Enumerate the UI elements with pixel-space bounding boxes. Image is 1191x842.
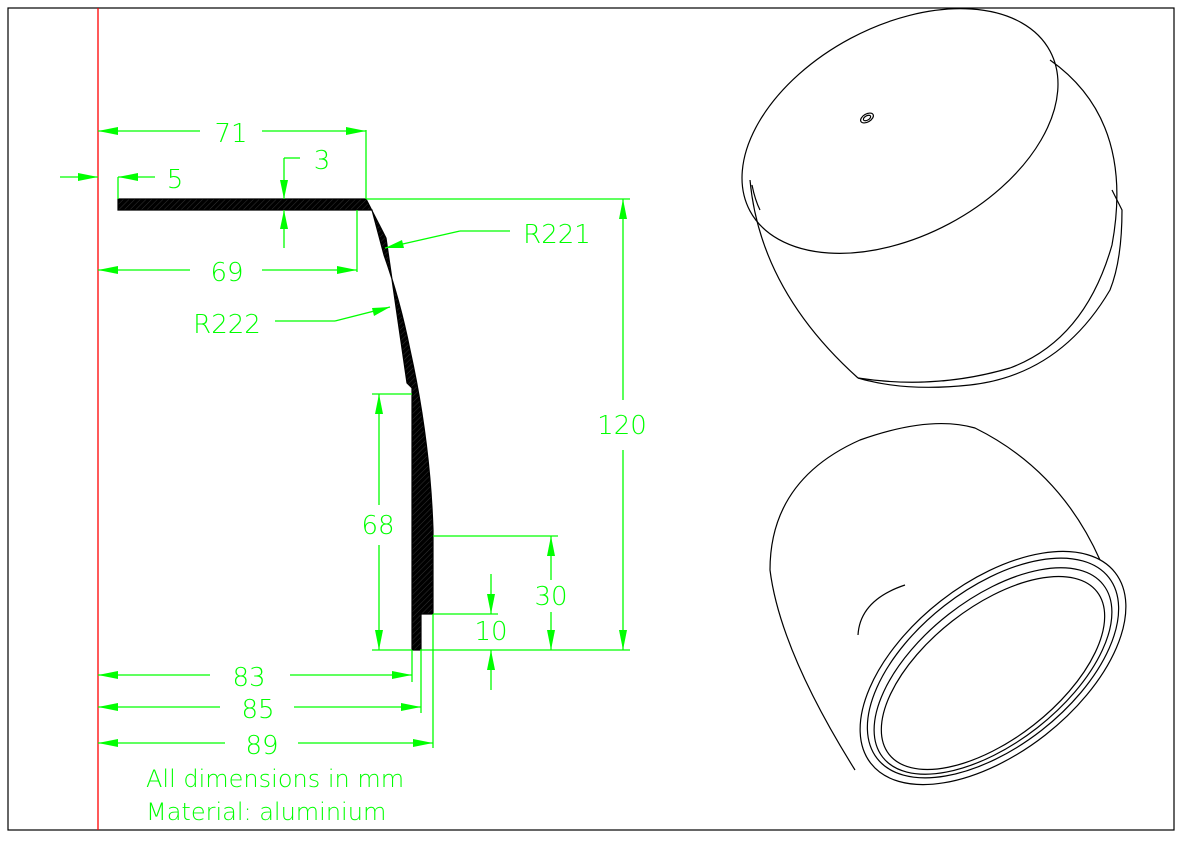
profile-shape [117,198,434,651]
dim-120: 120 [366,198,647,651]
dim-68: 68 [361,393,412,651]
dim-71: 71 [98,119,367,199]
sheet-border [7,7,1175,831]
dim-3-label: 3 [314,146,331,176]
dim-5: 5 [60,165,183,199]
iso-view-open [769,422,1127,786]
dim-89: 89 [98,614,434,761]
profile-section [117,198,434,651]
dimension-layer: 71 5 3 69 [60,119,647,761]
note-material: Material: aluminium [146,798,386,826]
dim-69-label: 69 [210,258,243,288]
dim-83: 83 [98,650,413,693]
dim-89-label: 89 [245,731,278,761]
dim-68-label: 68 [361,511,394,541]
iso-view-closed [741,8,1123,388]
dim-85-label: 85 [241,695,274,725]
dim-10: 10 [433,574,508,690]
dim-30-label: 30 [534,582,567,612]
dim-5-label: 5 [167,165,184,195]
dim-120-label: 120 [597,411,647,441]
note-units: All dimensions in mm [146,765,404,793]
dim-85: 85 [98,650,422,725]
dim-3: 3 [280,146,330,248]
dim-71-label: 71 [214,119,247,149]
dim-10-label: 10 [474,617,507,647]
dim-83-label: 83 [232,663,265,693]
dim-r222: R222 [193,306,391,340]
dim-69: 69 [98,210,358,288]
dim-r222-label: R222 [193,310,261,340]
dim-r221: R221 [384,220,591,250]
dim-30: 30 [433,535,568,650]
dim-r221-label: R221 [523,220,591,250]
